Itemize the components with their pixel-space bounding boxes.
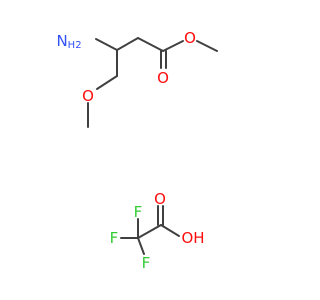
tfa-hydroxyl-label: OH — [181, 229, 204, 247]
bond-c2-c1 — [137, 37, 164, 52]
bond-c4-o-ether — [96, 75, 118, 90]
amine-hydrogens: H2 — [68, 40, 82, 51]
chemical-structure: NH2 O O O O OH F F F — [56, 29, 218, 272]
ether-oxygen-label: O — [82, 87, 94, 105]
fluorine-left-label: F — [110, 229, 119, 247]
bond-c-f-bottom — [137, 237, 145, 255]
bond-o-ester-methyl — [196, 40, 218, 52]
bond-c1-o-ester — [162, 40, 184, 52]
amine-label: NH2 — [56, 32, 81, 51]
ester-oxygen-label: O — [184, 29, 196, 47]
bond-n-c3 — [95, 38, 118, 51]
fluorine-top-label: F — [134, 203, 143, 221]
bond-cf3-cooh — [137, 224, 162, 239]
fluorine-bottom-label: F — [142, 254, 151, 272]
tfa-carbonyl-oxygen-label: O — [154, 190, 166, 208]
bond-c-oh — [160, 224, 180, 237]
bond-c3-c2 — [116, 37, 139, 51]
amino-ester-molecule: NH2 O O O — [56, 29, 218, 128]
amine-element: N — [56, 32, 67, 50]
ester-carbonyl-oxygen-label: O — [157, 69, 169, 87]
trifluoroacetic-acid: O OH F F F — [110, 190, 205, 272]
